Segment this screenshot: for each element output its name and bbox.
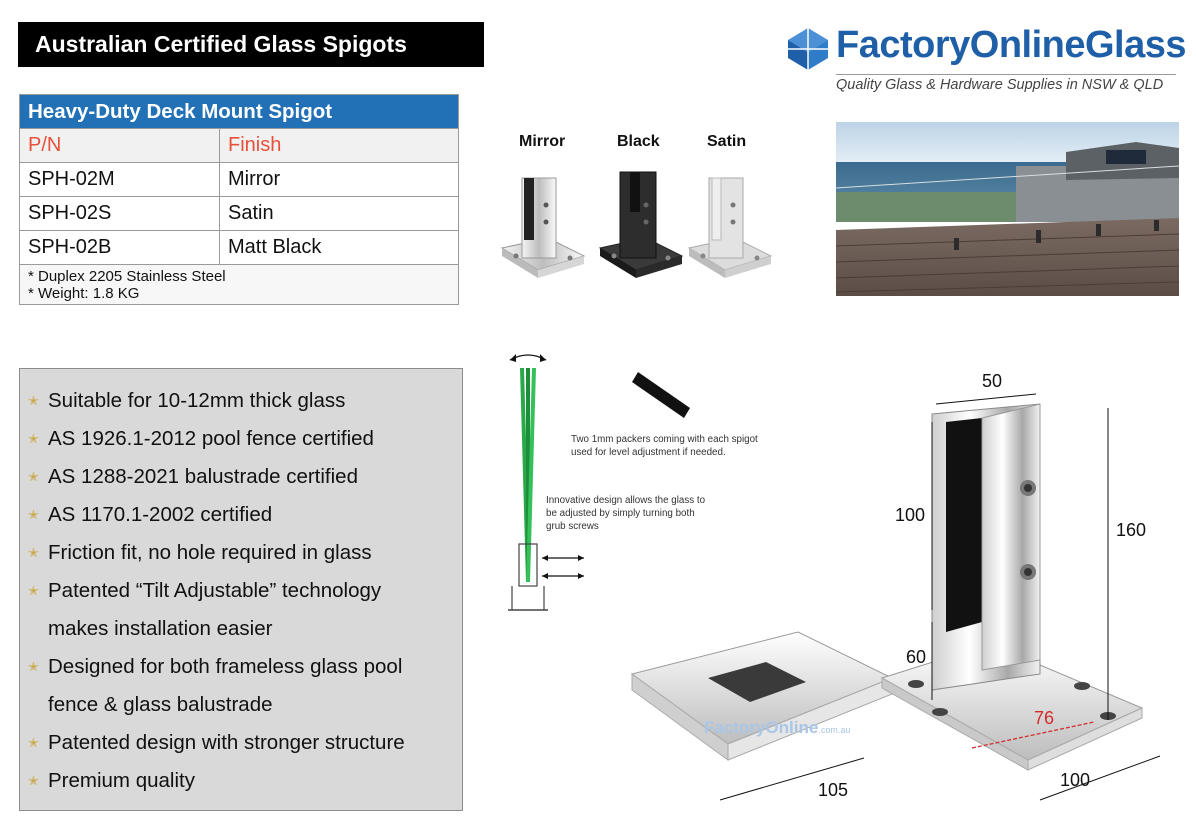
brand-name: FactoryOnlineGlass bbox=[836, 24, 1187, 66]
star-bullet-icon: ✭ bbox=[28, 469, 39, 484]
part-number: SPH-02B bbox=[19, 230, 220, 265]
packers-note: Two 1mm packers coming with each spigot … bbox=[571, 434, 758, 458]
feature-item: ✭Patented design with stronger structure bbox=[28, 724, 462, 762]
table-row: SPH-02B Matt Black bbox=[19, 230, 459, 265]
dim-base-width: 100 bbox=[1060, 770, 1091, 790]
feature-item: ✭Friction fit, no hole required in glass bbox=[28, 534, 462, 572]
dim-base-height: 60 bbox=[906, 647, 927, 667]
variant-label-black: Black bbox=[617, 133, 660, 150]
brand-divider bbox=[836, 74, 1176, 75]
dim-cover-width: 105 bbox=[818, 780, 849, 800]
black-spigot-image bbox=[598, 171, 684, 278]
dim-base-inner: 76 bbox=[1034, 708, 1055, 728]
page-title: Australian Certified Glass Spigots bbox=[18, 22, 484, 67]
finish-value: Matt Black bbox=[219, 230, 459, 265]
star-bullet-icon: ✭ bbox=[28, 507, 39, 522]
star-bullet-icon: ✭ bbox=[28, 431, 39, 446]
part-number: SPH-02S bbox=[19, 196, 220, 231]
watermark: FactoryOnline.com.au bbox=[704, 718, 851, 737]
spec-notes: * Duplex 2205 Stainless Steel * Weight: … bbox=[19, 264, 459, 305]
dim-height-total: 160 bbox=[1116, 520, 1147, 540]
star-bullet-icon: ✭ bbox=[28, 773, 39, 788]
star-bullet-icon: ✭ bbox=[28, 735, 39, 750]
dim-height-body: 100 bbox=[895, 505, 926, 525]
note-weight: * Weight: 1.8 KG bbox=[28, 284, 140, 302]
feature-item: ✭Suitable for 10-12mm thick glass bbox=[28, 382, 462, 420]
brand-logo-icon bbox=[788, 28, 828, 70]
feature-item-continuation: fence & glass balustrade bbox=[48, 693, 273, 716]
feature-item: ✭Patented “Tilt Adjustable” technology bbox=[28, 572, 462, 610]
part-number: SPH-02M bbox=[19, 162, 220, 197]
brand-header: FactoryOnlineGlass Quality Glass & Hardw… bbox=[786, 20, 1187, 100]
dim-width-top: 50 bbox=[982, 371, 1003, 391]
tilt-adjust-diagram bbox=[508, 354, 690, 611]
finish-value: Mirror bbox=[219, 162, 459, 197]
feature-item: ✭AS 1170.1-2002 certified bbox=[28, 496, 462, 534]
table-row: SPH-02M Mirror bbox=[19, 162, 459, 197]
note-material: * Duplex 2205 Stainless Steel bbox=[28, 267, 226, 285]
adjust-note: Innovative design allows the glass to be… bbox=[546, 495, 706, 532]
spec-col-finish: Finish bbox=[219, 128, 459, 163]
feature-item: ✭AS 1926.1-2012 pool fence certified bbox=[28, 420, 462, 458]
features-panel: ✭Suitable for 10-12mm thick glass ✭AS 19… bbox=[19, 368, 463, 811]
brand-tagline: Quality Glass & Hardware Supplies in NSW… bbox=[836, 77, 1164, 93]
star-bullet-icon: ✭ bbox=[28, 583, 39, 598]
feature-item-continuation: makes installation easier bbox=[48, 617, 273, 640]
feature-item: ✭Designed for both frameless glass pool bbox=[28, 648, 462, 686]
variant-label-satin: Satin bbox=[707, 133, 747, 150]
balcony-photo bbox=[836, 122, 1179, 296]
satin-spigot-image bbox=[687, 177, 773, 278]
dimension-drawing bbox=[630, 393, 1161, 801]
finish-value: Satin bbox=[219, 196, 459, 231]
mirror-spigot-image bbox=[500, 177, 586, 278]
star-bullet-icon: ✭ bbox=[28, 545, 39, 560]
star-bullet-icon: ✭ bbox=[28, 659, 39, 674]
star-bullet-icon: ✭ bbox=[28, 393, 39, 408]
feature-item: ✭AS 1288-2021 balustrade certified bbox=[28, 458, 462, 496]
spec-col-pn: P/N bbox=[19, 128, 220, 163]
feature-item: ✭Premium quality bbox=[28, 762, 462, 800]
spec-table-heading: Heavy-Duty Deck Mount Spigot bbox=[19, 94, 459, 129]
variant-label-mirror: Mirror bbox=[519, 133, 566, 150]
spec-table: Heavy-Duty Deck Mount Spigot P/N Finish … bbox=[19, 94, 459, 305]
table-row: SPH-02S Satin bbox=[19, 196, 459, 231]
